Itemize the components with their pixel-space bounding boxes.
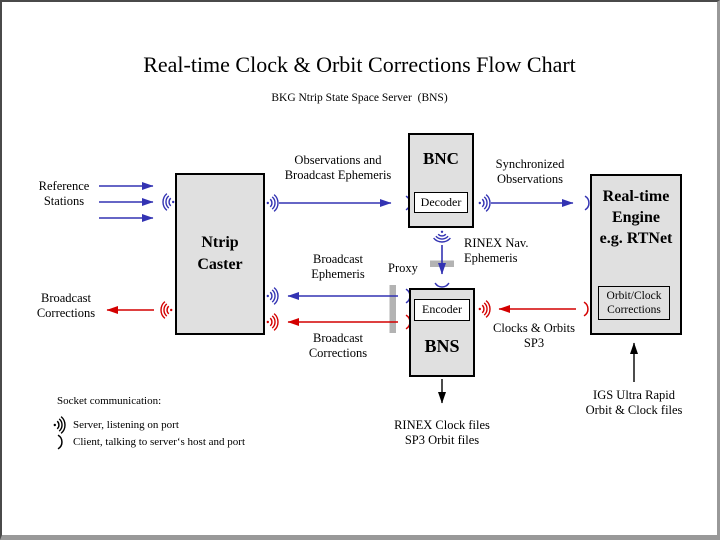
client-socket-icon	[583, 301, 589, 317]
legend-server-socket-icon	[52, 415, 66, 435]
server-socket-icon	[265, 286, 279, 306]
proxy-bar-vertical	[389, 285, 396, 333]
label-synchronized-observations: Synchronized Observations	[495, 157, 565, 186]
label-broadcast-corrections-in: Broadcast Corrections	[308, 331, 368, 360]
server-socket-icon	[162, 192, 176, 212]
node-bns-encoder: Encoder	[414, 299, 470, 321]
node-realtime-engine-label: Real-time Engine e.g. RTNet	[599, 188, 673, 247]
server-socket-icon	[432, 229, 452, 243]
label-igs-ultra-rapid: IGS Ultra Rapid Orbit & Clock files	[585, 388, 683, 417]
node-bnc-decoder: Decoder	[414, 192, 468, 213]
proxy-bar-horizontal	[430, 260, 454, 267]
server-socket-icon	[160, 300, 174, 320]
node-bns: Encoder BNS	[409, 288, 475, 377]
server-socket-icon	[265, 312, 279, 332]
server-socket-icon	[477, 299, 491, 319]
label-broadcast-ephemeris: Broadcast Ephemeris	[311, 252, 365, 281]
label-rinex-clock-files: RINEX Clock files SP3 Orbit files	[394, 418, 490, 447]
client-socket-icon	[584, 195, 590, 211]
node-bns-label: BNS	[424, 336, 460, 356]
node-ntrip-caster: Ntrip Caster	[175, 173, 265, 335]
server-socket-icon	[477, 193, 491, 213]
server-socket-icon	[265, 193, 279, 213]
legend-client-text: Client, talking to server‘s host and por…	[73, 436, 245, 448]
label-broadcast-corrections-out: Broadcast Corrections	[36, 291, 96, 320]
node-realtime-engine: Real-time Engine e.g. RTNet Orbit/Clock …	[590, 174, 682, 335]
label-rinex-nav-ephemeris: RINEX Nav. Ephemeris	[464, 236, 529, 265]
legend-title: Socket communication:	[57, 395, 162, 407]
label-clocks-orbits-sp3: Clocks & Orbits SP3	[493, 321, 575, 350]
diagram-subtitle: BKG Ntrip State Space Server (BNS)	[271, 92, 448, 104]
node-bnc-label: BNC	[423, 149, 459, 168]
node-bnc: BNC Decoder	[408, 133, 474, 228]
label-proxy: Proxy	[388, 261, 418, 275]
label-reference-stations: Reference Stations	[38, 179, 90, 208]
client-socket-icon	[434, 282, 450, 288]
node-orbit-clock-corrections: Orbit/Clock Corrections	[598, 286, 670, 320]
label-observations-broadcast-ephemeris: Observations and Broadcast Ephemeris	[284, 153, 392, 182]
node-ntrip-caster-label: Ntrip Caster	[197, 234, 243, 273]
legend-client-socket-icon	[57, 434, 63, 450]
legend-server-text: Server, listening on port	[73, 419, 179, 431]
diagram-title: Real-time Clock & Orbit Corrections Flow…	[143, 52, 576, 77]
